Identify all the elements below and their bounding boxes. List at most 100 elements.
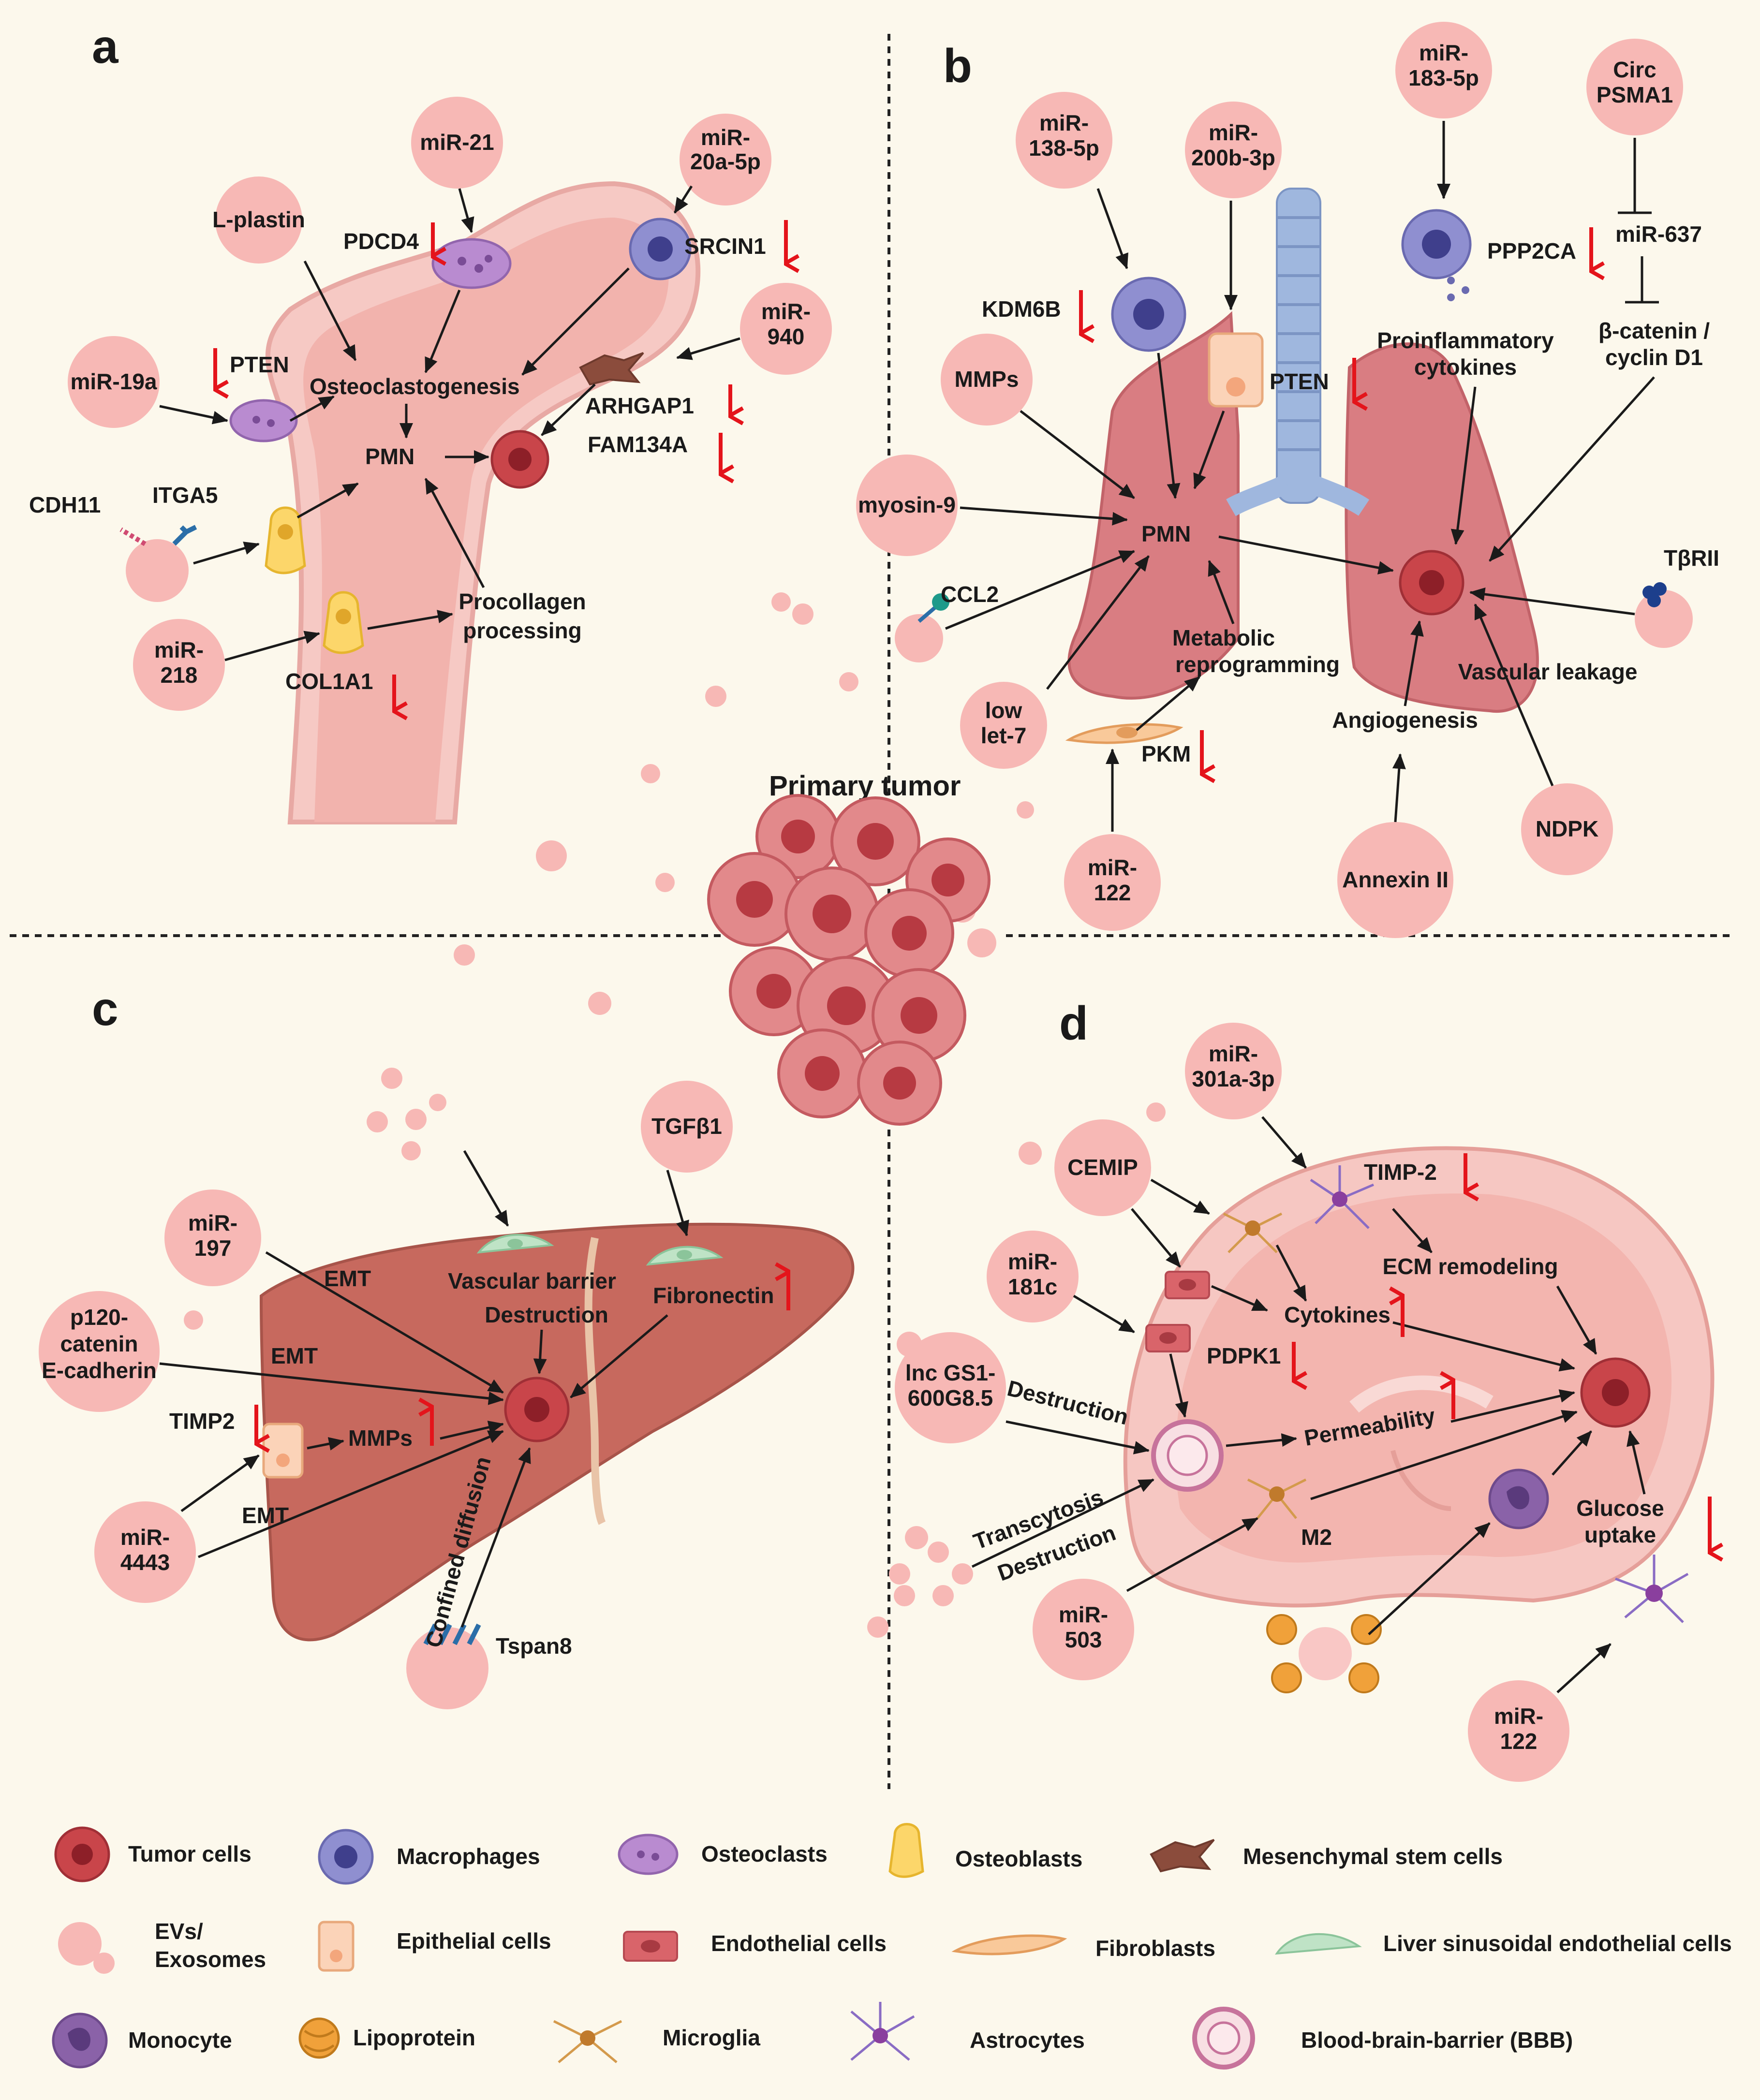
label-mir301a-1: miR- <box>1209 1041 1258 1066</box>
itga5-receptor-icon <box>172 525 197 546</box>
ev-tgfb1 <box>641 1081 733 1173</box>
astrocyte-icon-d2 <box>1615 1555 1689 1623</box>
label-mir183-2: 183-5p <box>1408 65 1479 90</box>
legend-item-lipoprotein: Lipoprotein <box>298 2017 475 2059</box>
label-osteoclastogenesis: Osteoclastogenesis <box>310 374 520 399</box>
label-pmn-b: PMN <box>1141 521 1191 546</box>
label-arhgap1: ARHGAP1 <box>585 393 694 418</box>
legend-label-ev-2: Exosomes <box>155 1947 266 1972</box>
legend-item-astrocyte <box>850 2002 915 2061</box>
label-mir197-2: 197 <box>194 1235 232 1261</box>
tumor-cell-icon-a <box>490 430 549 489</box>
label-pkm: PKM <box>1141 741 1191 766</box>
ev-mir301a <box>1185 1023 1282 1119</box>
label-mir200b-1: miR- <box>1209 120 1258 145</box>
tumor-cell-icon-d <box>1580 1357 1651 1428</box>
label-tgfb1: TGFβ1 <box>651 1114 722 1139</box>
legend-item-osteoblast: Osteoblasts <box>888 1823 1082 1878</box>
macrophage-icon-b <box>1111 277 1186 352</box>
ev-tbrii <box>1635 590 1693 648</box>
label-cytokines: Cytokines <box>1284 1302 1390 1327</box>
label-mir20a-2: 20a-5p <box>690 149 761 174</box>
tspan8-receptor-icon <box>423 1623 481 1645</box>
label-mmps-c: MMPs <box>348 1425 413 1451</box>
label-mir218-2: 218 <box>161 662 198 688</box>
label-vascular-leakage: Vascular leakage <box>1458 659 1638 684</box>
label-cdh11: CDH11 <box>29 492 101 517</box>
label-emt-2: EMT <box>271 1343 318 1368</box>
osteoclast-icon-2 <box>229 399 298 442</box>
label-mir122-d-2: 122 <box>1500 1729 1538 1754</box>
label-mir122-d-1: miR- <box>1494 1703 1543 1729</box>
red-arrows-panel-b <box>1079 227 1591 774</box>
label-emt-1: EMT <box>324 1266 371 1291</box>
legend-label-epithelial: Epithelial cells <box>397 1928 551 1953</box>
arrows-panel-c <box>159 1150 689 1628</box>
macrophage-icon-b2 <box>1401 209 1472 301</box>
legend-item-bbb <box>1192 2007 1255 2070</box>
label-emt-3: EMT <box>242 1503 289 1528</box>
lung-illustration <box>1067 188 1539 713</box>
label-circpsma1-1: Circ <box>1613 57 1656 82</box>
red-arrows-panel-c <box>254 1272 790 1446</box>
label-mir21: miR-21 <box>420 130 494 155</box>
label-pten-a: PTEN <box>230 352 289 377</box>
ev-circpsma1 <box>1586 39 1683 135</box>
ev-low-let7 <box>960 682 1047 769</box>
osteoblast-icon-2 <box>323 591 364 654</box>
legend-item-msc: Mesenchymal stem cells <box>1150 1839 1503 1873</box>
red-arrows-panel-d <box>1292 1153 1710 1552</box>
label-vascular-barrier-2: Destruction <box>485 1302 608 1327</box>
label-srcin1: SRCIN1 <box>684 234 766 259</box>
ev-mir4443 <box>94 1501 196 1603</box>
label-mir4443-1: miR- <box>120 1525 170 1550</box>
arrows-panel-d <box>971 1116 1646 1693</box>
label-circpsma1-2: PSMA1 <box>1597 82 1673 107</box>
monocyte-icon-d <box>1488 1469 1549 1529</box>
label-m2: M2 <box>1301 1525 1332 1550</box>
label-ecm: ECM remodeling <box>1383 1254 1558 1279</box>
fibroblast-icon-b <box>1065 723 1183 744</box>
label-mmps-b: MMPs <box>955 367 1019 392</box>
msc-icon <box>579 352 644 386</box>
label-mir940-1: miR- <box>761 299 811 324</box>
label-glucose-2: uptake <box>1584 1522 1656 1547</box>
legend-label-osteoblast: Osteoblasts <box>955 1846 1082 1871</box>
astrocyte-icon-d <box>1310 1165 1374 1229</box>
label-lplastin: L-plastin <box>212 207 305 232</box>
legend-item-monocyte: Monocyte <box>52 2012 232 2069</box>
label-vascular-barrier-1: Vascular barrier <box>448 1268 616 1293</box>
legend-item-osteoclast: Osteoclasts <box>618 1834 828 1875</box>
label-procollagen-2: processing <box>463 618 581 643</box>
label-mir20a-1: miR- <box>701 125 750 150</box>
label-timp2-c: TIMP2 <box>169 1409 235 1434</box>
label-lnc-2: 600G8.5 <box>908 1385 993 1410</box>
ev-ndpk <box>1521 783 1613 875</box>
label-mir181c-2: 181c <box>1008 1274 1057 1299</box>
label-p120-1: p120- <box>70 1305 128 1330</box>
label-mir503-2: 503 <box>1065 1627 1102 1652</box>
ev-mir503 <box>1033 1579 1134 1680</box>
panel-letter-a: a <box>92 20 119 73</box>
legend-item-lsec: Liver sinusoidal endothelial cells <box>1275 1931 1732 1956</box>
legend-label-monocyte: Monocyte <box>128 2027 232 2053</box>
legend-label-tumor: Tumor cells <box>128 1841 251 1866</box>
microglia-icon-d2 <box>1247 1478 1307 1519</box>
label-betacat-1: β-catenin / <box>1598 318 1710 343</box>
lipoprotein-icon-d <box>1266 1614 1382 1693</box>
label-itga5: ITGA5 <box>152 483 218 508</box>
legend-item-ev: EVs/ Exosomes <box>58 1919 266 1974</box>
ev-mir138 <box>1016 92 1112 189</box>
legend-label-lsec: Liver sinusoidal endothelial cells <box>1383 1931 1732 1956</box>
legend-label-microglia: Microglia <box>663 2025 760 2050</box>
ev-mir181c <box>987 1231 1079 1322</box>
label-ppp2ca: PPP2CA <box>1487 238 1576 264</box>
label-ccl2: CCL2 <box>941 582 999 607</box>
ev-mir218 <box>133 619 225 711</box>
label-mir200b-2: 200b-3p <box>1191 145 1275 170</box>
label-timp2-d: TIMP-2 <box>1364 1160 1437 1185</box>
bone-illustration <box>265 181 701 824</box>
arrows-panel-b <box>945 121 1655 832</box>
ev-mir122-d <box>1468 1680 1569 1782</box>
label-mir197-1: miR- <box>188 1210 237 1235</box>
